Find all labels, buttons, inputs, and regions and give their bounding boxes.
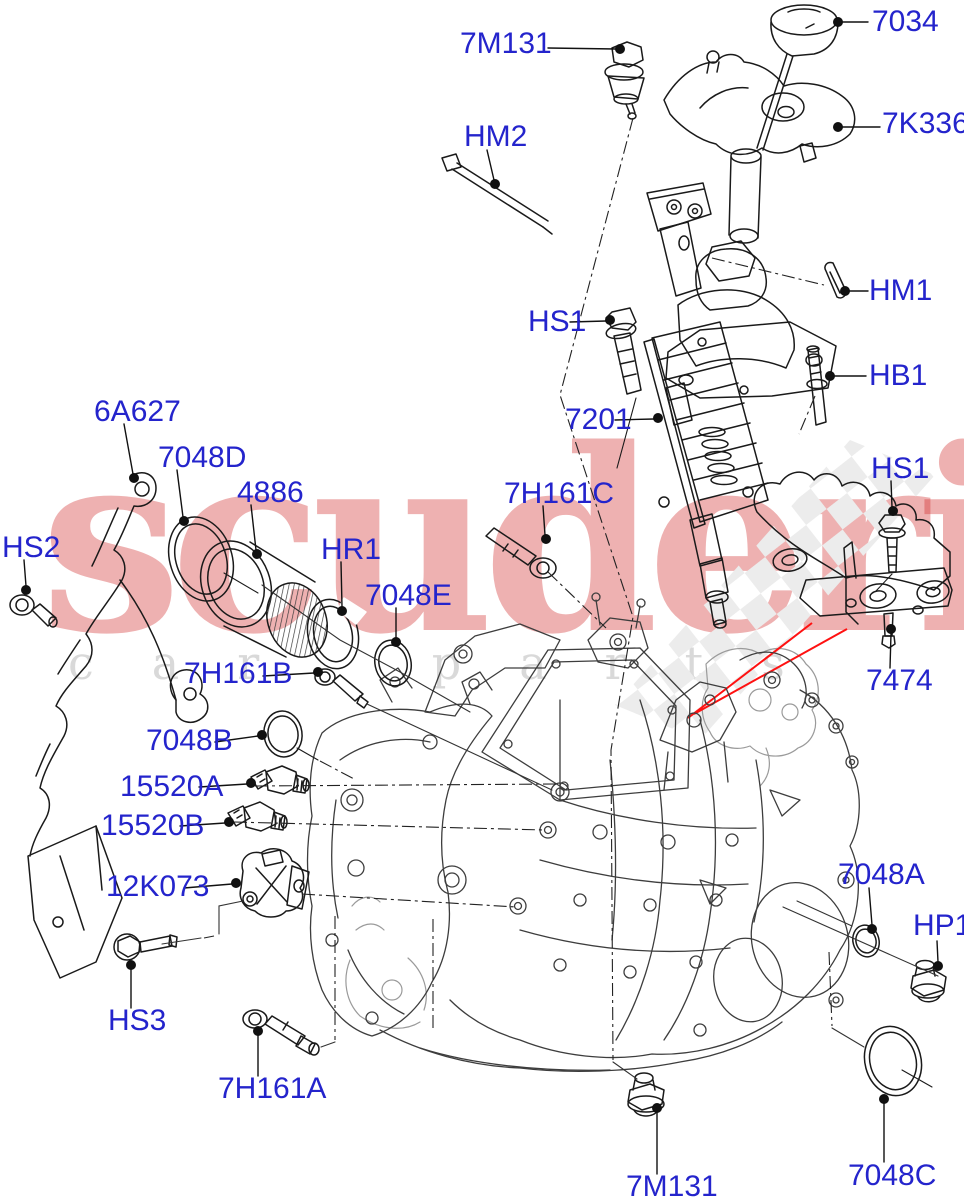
part-label-7h161c[interactable]: 7H161C (504, 477, 615, 510)
part-label-7m131-bottom[interactable]: 7M131 (626, 1170, 718, 1200)
part-label-7474[interactable]: 7474 (866, 664, 933, 697)
part-7201-actuator (643, 148, 837, 629)
part-4886-sleeve (199, 540, 328, 658)
part-label-6a627[interactable]: 6A627 (94, 395, 181, 428)
detached-parts (9, 4, 953, 1117)
gearbox-drawing (306, 592, 860, 1073)
part-label-7048c[interactable]: 7048C (848, 1159, 937, 1192)
part-15520b-switch (227, 801, 288, 832)
part-label-hs1-left[interactable]: HS1 (528, 305, 587, 338)
part-15520a-switch (250, 765, 310, 795)
part-label-7m131-top[interactable]: 7M131 (460, 27, 552, 60)
part-7h161c-bolt (485, 527, 557, 579)
axis-guide-lines (161, 584, 939, 1080)
part-7474-bracket (753, 471, 953, 649)
part-label-hr1[interactable]: HR1 (321, 533, 382, 566)
part-label-7048a[interactable]: 7048A (838, 858, 925, 891)
centerlines (203, 117, 833, 1061)
part-hr1-snap-ring (306, 597, 367, 670)
part-7k336-bracket (663, 50, 856, 163)
part-label-15520a[interactable]: 15520A (120, 770, 224, 803)
checker-flag-watermark (615, 440, 935, 740)
part-hs3-bolt (113, 933, 178, 961)
part-7048d-oring (167, 516, 259, 602)
part-hs1-bolt-right (875, 514, 906, 592)
part-label-hs1-right[interactable]: HS1 (871, 452, 930, 485)
part-label-hs2[interactable]: HS2 (2, 531, 61, 564)
part-hs2-bolt (9, 594, 58, 628)
leader-lines (21, 17, 944, 1175)
part-label-hm2[interactable]: HM2 (464, 120, 528, 153)
part-7048e-oring (374, 639, 412, 687)
part-7048b-oring (263, 710, 319, 761)
part-label-15520b[interactable]: 15520B (101, 809, 205, 842)
part-label-hs3[interactable]: HS3 (108, 1004, 167, 1037)
gearbox-underlay-gray (345, 647, 819, 1029)
part-7048a-oring (852, 924, 880, 958)
part-7034-damper (770, 4, 839, 57)
part-label-hb1[interactable]: HB1 (869, 359, 928, 392)
part-label-7048d[interactable]: 7048D (158, 441, 247, 474)
part-7048c-oring (863, 1025, 933, 1097)
part-6a627-bracket (27, 472, 209, 979)
part-label-7201[interactable]: 7201 (565, 403, 632, 436)
part-7m131-plug-top (604, 41, 645, 120)
part-label-7048e[interactable]: 7048E (365, 579, 452, 612)
part-label-4886[interactable]: 4886 (237, 476, 304, 509)
part-label-7h161a[interactable]: 7H161A (218, 1072, 327, 1105)
part-label-7k336[interactable]: 7K336 (882, 107, 964, 140)
part-label-7034[interactable]: 7034 (872, 5, 939, 38)
part-hs1-bolt-left (605, 307, 642, 469)
part-label-7048b[interactable]: 7048B (146, 724, 233, 757)
part-7h161b-bolt (314, 668, 369, 709)
part-label-7h161b[interactable]: 7H161B (184, 657, 293, 690)
part-label-hp1[interactable]: HP1 (913, 909, 964, 942)
part-label-hm1[interactable]: HM1 (869, 274, 933, 307)
part-hb1-stud (806, 345, 828, 426)
part-hm2-cable-tie (441, 153, 553, 235)
part-label-12k073[interactable]: 12K073 (106, 870, 210, 903)
part-12k073-sensor (239, 848, 310, 918)
